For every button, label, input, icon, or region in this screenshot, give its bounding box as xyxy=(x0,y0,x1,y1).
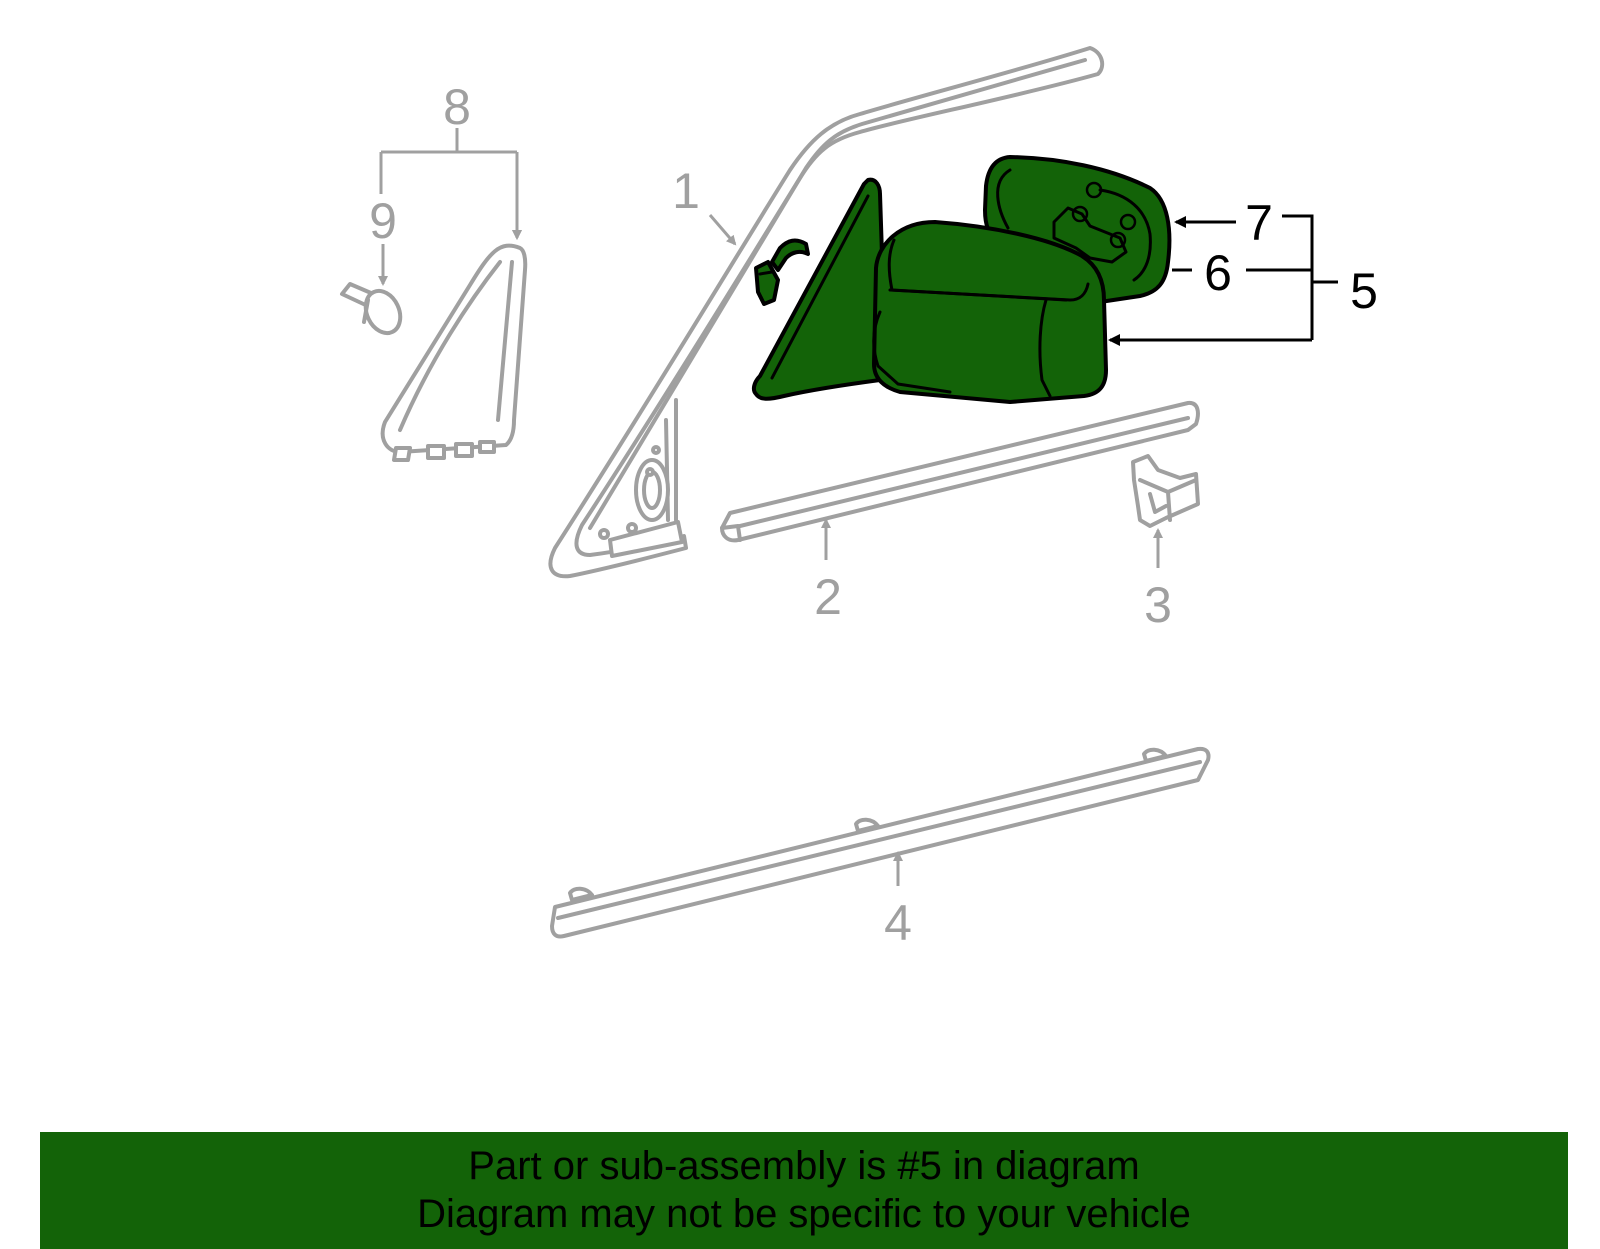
screw-part xyxy=(340,282,403,336)
banner-line-1: Part or sub-assembly is #5 in diagram xyxy=(468,1144,1140,1188)
mirror-assembly-highlight xyxy=(751,155,1172,404)
belt-weatherstrip-part xyxy=(720,400,1200,543)
mirror-base-part xyxy=(751,177,890,401)
callout-4: 4 xyxy=(884,895,912,951)
banner-line-2: Diagram may not be specific to your vehi… xyxy=(417,1192,1191,1236)
callout-6: 6 xyxy=(1204,245,1232,301)
clip-part xyxy=(1131,454,1200,528)
callout-8: 8 xyxy=(443,79,471,135)
mirror-housing-part xyxy=(872,220,1108,404)
leader-lines xyxy=(378,128,1338,886)
door-frame-part xyxy=(548,46,1105,579)
callout-7: 7 xyxy=(1245,195,1273,251)
callout-9: 9 xyxy=(369,193,397,249)
callout-3: 3 xyxy=(1144,577,1172,633)
mirror-glass-part xyxy=(983,155,1172,304)
callout-2: 2 xyxy=(814,569,842,625)
callout-5: 5 xyxy=(1350,263,1378,319)
parts-diagram: 1 2 3 4 5 6 7 8 9 xyxy=(340,46,1378,951)
callout-1: 1 xyxy=(672,163,700,219)
callout-labels: 1 2 3 4 5 6 7 8 9 xyxy=(369,79,1378,951)
lower-moulding-part xyxy=(550,746,1211,939)
info-banner: Part or sub-assembly is #5 in diagram Di… xyxy=(40,1132,1568,1249)
corner-garnish-part xyxy=(380,243,528,462)
